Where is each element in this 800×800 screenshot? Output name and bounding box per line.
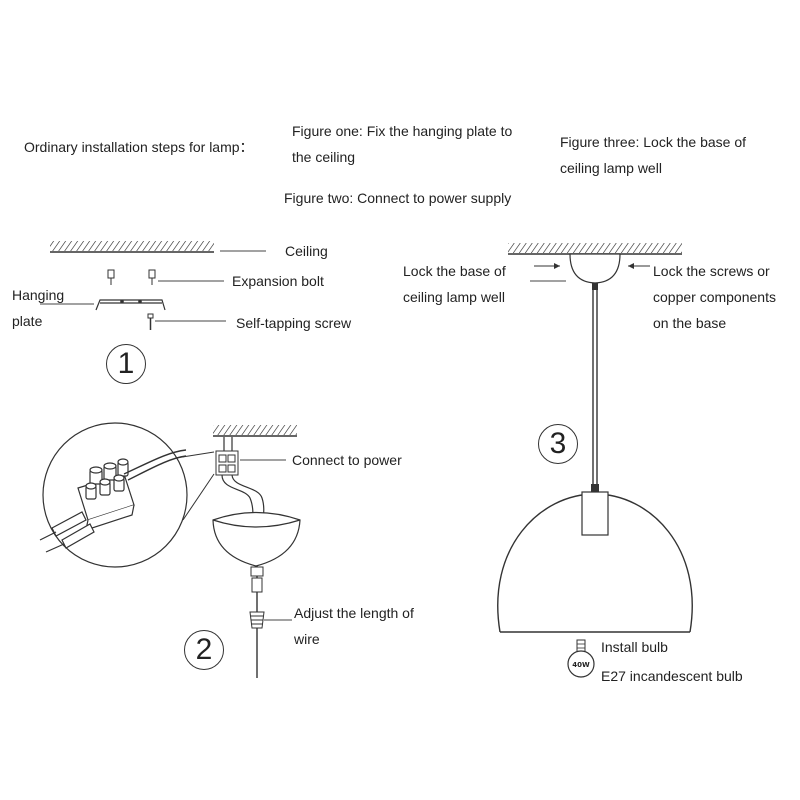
adjust-length-label-line1: Adjust the length of: [294, 605, 414, 621]
bulb-wattage-text: 40W: [572, 661, 590, 669]
light-bulb-icon: 40W: [567, 639, 595, 678]
figure2-ceiling-hatch: [213, 425, 297, 435]
ceiling-label: Ceiling: [285, 243, 328, 259]
hanging-plate-label-line2: plate: [12, 313, 43, 329]
lock-screws-label-line3: on the base: [653, 315, 727, 331]
canopy-icon: [212, 511, 301, 567]
figure3-ceiling-hatch: [508, 243, 682, 253]
figure3-group: 40W: [497, 243, 693, 678]
install-bulb-label: Install bulb: [601, 639, 668, 655]
lock-screws-label-line2: copper components: [653, 289, 776, 305]
figure-two-caption: Figure two: Connect to power supply: [284, 190, 512, 206]
hanging-plate-label-line1: Hanging: [12, 287, 65, 303]
hanging-plate-icon: [95, 299, 166, 311]
figure-three-caption-line2: ceiling lamp well: [560, 160, 662, 176]
figure2-group: [39, 422, 301, 678]
ceiling-canopy-icon: [569, 253, 621, 284]
step-number-2: 2: [184, 630, 224, 670]
adjust-length-label-line2: wire: [294, 631, 320, 647]
terminal-block-detail-icon: [77, 458, 135, 531]
wire-ends-icon: [39, 511, 95, 553]
cord-grip-icon: [249, 611, 265, 629]
lock-screws-label-line1: Lock the screws or: [653, 263, 770, 279]
lock-base-label-line2: ceiling lamp well: [403, 289, 505, 305]
intro-text: Ordinary installation steps for lamp：: [24, 139, 254, 155]
step-number-1: 1: [106, 344, 146, 384]
self-tapping-screw-label: Self-tapping screw: [236, 315, 352, 331]
figure1-group: [40, 241, 266, 330]
figure-one-caption-line2: the ceiling: [292, 149, 356, 165]
lock-base-label-line1: Lock the base of: [403, 263, 506, 279]
lamp-socket-icon: [581, 491, 609, 536]
expansion-bolt-label: Expansion bolt: [232, 273, 324, 289]
expansion-bolt-icon: [107, 269, 156, 285]
terminal-block-icon: [215, 450, 239, 476]
self-tapping-screw-icon: [147, 313, 154, 330]
step-number-3: 3: [538, 424, 578, 464]
figure-one-caption-line1: Figure one: Fix the hanging plate to: [292, 123, 513, 139]
bulb-type-label: E27 incandescent bulb: [601, 668, 743, 684]
figure1-ceiling-hatch: [50, 241, 214, 251]
figure-three-caption-line1: Figure three: Lock the base of: [560, 134, 746, 150]
connect-to-power-label: Connect to power: [292, 452, 402, 468]
